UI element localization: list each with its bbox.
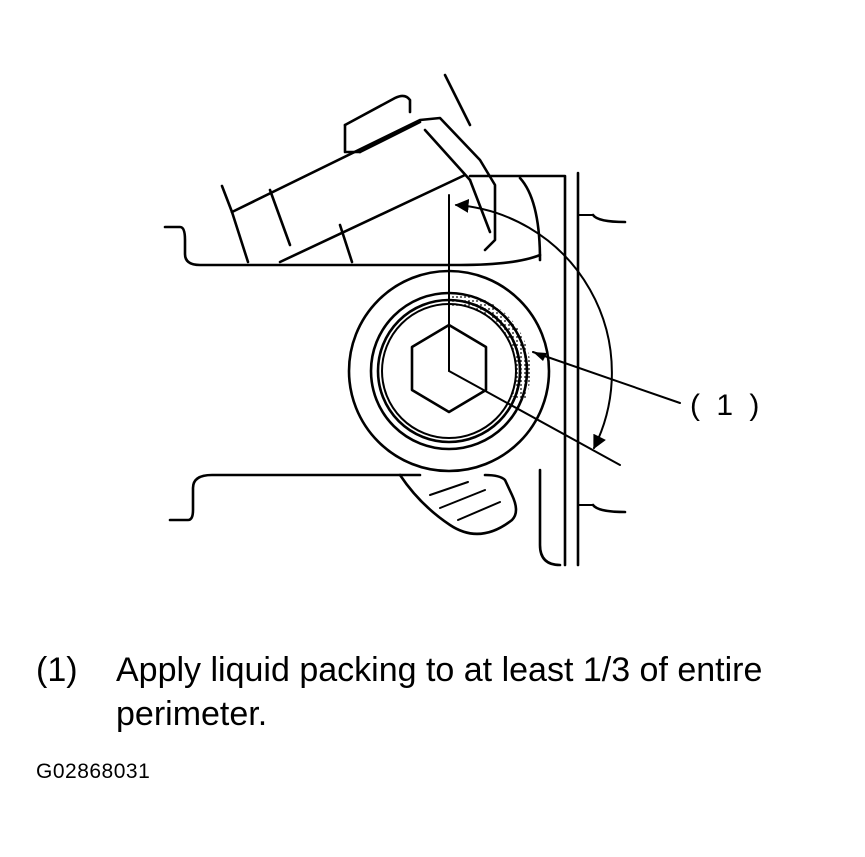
callout-1: ( 1 ) [532,351,763,422]
caption-number: (1) [36,651,78,689]
caption: (1) Apply liquid packing to at least 1/3… [36,648,846,736]
callout-label: ( 1 ) [690,389,763,422]
angle-indicator [448,194,621,466]
figure-id: G02868031 [36,760,151,783]
upper-body-contour [163,225,542,267]
caption-text: Apply liquid packing to at least 1/3 of … [116,651,763,733]
lower-body-contour [168,473,518,536]
liquid-packing-diagram: ( 1 ) [163,73,763,567]
angled-bracket [220,73,497,264]
